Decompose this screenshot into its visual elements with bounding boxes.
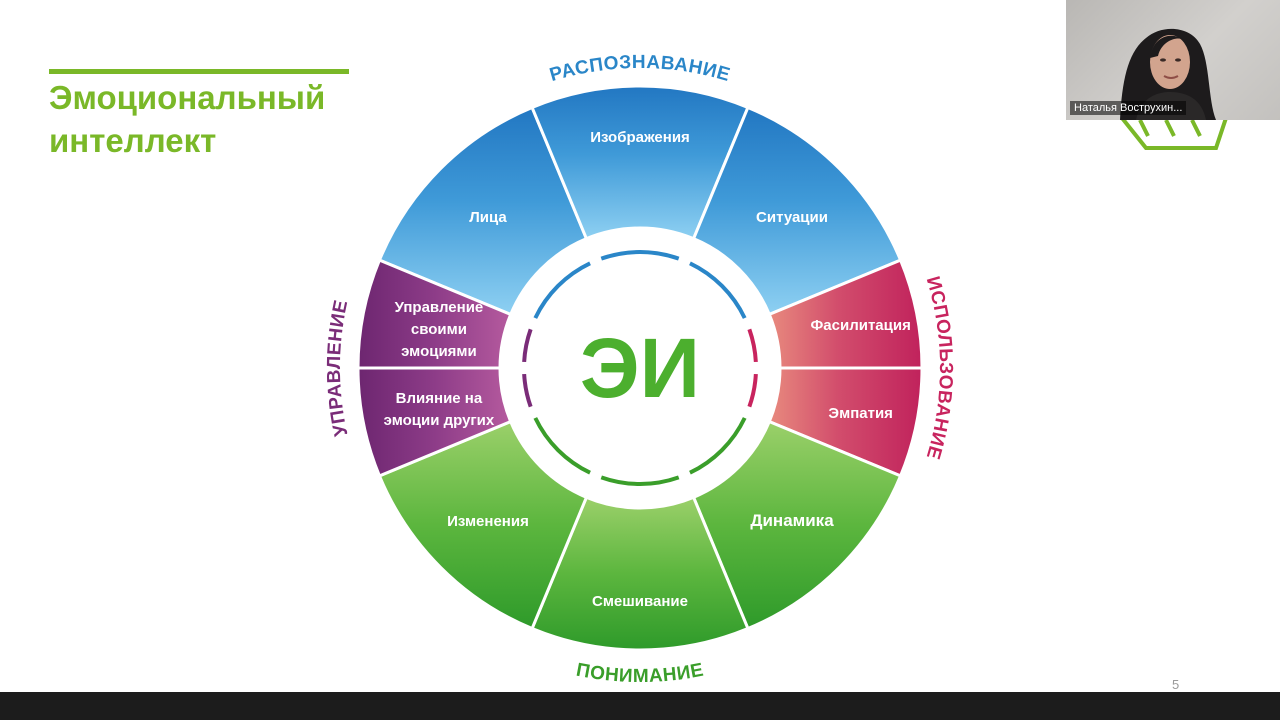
- wheel-segment: [691, 419, 903, 631]
- ei-wheel: Лица ИзображенияСитуацииФасилитацияЭмпати…: [324, 52, 956, 687]
- wheel-segment-label: Эмпатия: [828, 405, 893, 422]
- wheel-segment: [377, 419, 589, 631]
- wheel-segment: [691, 105, 903, 317]
- quadrant-label: ПОНИМАНИЕ: [574, 660, 705, 687]
- wheel-inner-arc: [747, 328, 758, 363]
- wheel-segment-label: Смешивание: [592, 593, 688, 610]
- wheel-segment-label: Ситуации: [756, 209, 828, 226]
- participant-name: Наталья Вострухин...: [1070, 101, 1187, 115]
- wheel-segment-label: Динамика: [750, 511, 834, 530]
- wheel-segment-label: Изображения: [590, 129, 690, 146]
- wheel-inner-arc: [600, 250, 680, 261]
- wheel-segment-label: Фасилитация: [811, 317, 911, 334]
- wheel-inner-disc: [502, 230, 778, 506]
- wheel-inner-arc: [522, 373, 533, 408]
- wheel-segment: [530, 495, 750, 652]
- logo-fragment: [1120, 116, 1228, 150]
- bottom-bar: [0, 692, 1280, 720]
- wheel-segment-label: Лица: [469, 209, 507, 226]
- wheel-segment: [356, 258, 513, 370]
- quadrant-label: РАСПОЗНАВАНИЕ: [547, 52, 732, 86]
- wheel-inner-arc: [600, 475, 680, 486]
- wheel-inner-arc: [747, 373, 758, 408]
- wheel-inner-arc: [533, 417, 591, 475]
- participant-image: [1120, 28, 1216, 120]
- wheel-segment-label: Изменения: [447, 513, 529, 530]
- quadrant-label: ИСПОЛЬЗОВАНИЕ: [922, 274, 956, 462]
- slide-title: Эмоциональный интеллект: [49, 76, 389, 162]
- wheel-inner-arc: [689, 417, 747, 475]
- participant-video-tile[interactable]: Наталья Вострухин...: [1066, 0, 1280, 120]
- page-number: 5: [1172, 677, 1180, 692]
- wheel-inner-arc: [522, 328, 533, 363]
- wheel-segment: [530, 84, 750, 241]
- wheel-inner-arc: [533, 261, 591, 319]
- title-rule: [49, 69, 349, 74]
- title-line-1: Эмоциональный: [49, 79, 326, 116]
- wheel-inner-arc: [689, 261, 747, 319]
- wheel-segment: [377, 105, 589, 317]
- quadrant-label: УПРАВЛЕНИЕ: [324, 298, 352, 438]
- wheel-center-label: ЭИ: [580, 321, 700, 415]
- title-line-2: интеллект: [49, 122, 217, 159]
